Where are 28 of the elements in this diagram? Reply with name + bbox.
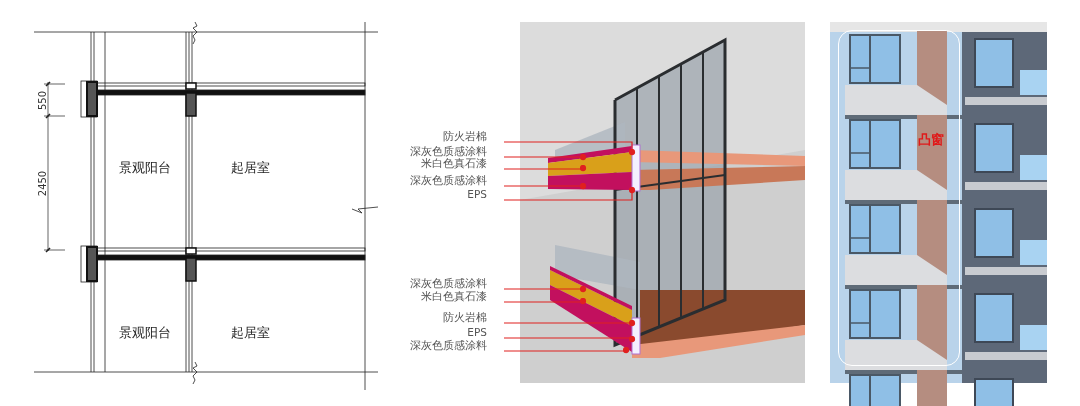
room-label: 景观阳台 [119, 324, 171, 342]
leader-line [503, 153, 587, 161]
callout-label: EPS [467, 188, 487, 200]
room-label: 景观阳台 [119, 159, 171, 177]
leader-line [503, 297, 587, 305]
leader-line [503, 182, 587, 190]
callout-label: 凸窗 [918, 131, 944, 149]
leader-line [503, 164, 587, 172]
leader-line [503, 335, 636, 343]
leader-line [503, 346, 630, 354]
leader-line [503, 141, 636, 156]
callout-label: 米白色真石漆 [421, 290, 487, 304]
dimension-text: 2450 [36, 170, 48, 196]
callout-label: 深灰色质感涂料 [410, 277, 487, 291]
callout-label: 米白色真石漆 [421, 157, 487, 171]
leader-line [503, 186, 636, 201]
leader-line [503, 285, 587, 293]
room-label: 起居室 [230, 324, 270, 342]
dimension-text: 550 [36, 90, 48, 110]
highlight-outline [838, 30, 960, 366]
callout-label: 深灰色质感涂料 [410, 339, 487, 353]
callout-label: 深灰色质感涂料 [410, 174, 487, 188]
leader-line [503, 319, 636, 327]
callout-label: 防火岩棉 [443, 311, 487, 325]
callout-label: 防火岩棉 [443, 130, 487, 144]
callout-label: 深灰色质感涂料 [410, 145, 487, 159]
room-label: 起居室 [230, 159, 270, 177]
callout-label: EPS [467, 326, 487, 338]
